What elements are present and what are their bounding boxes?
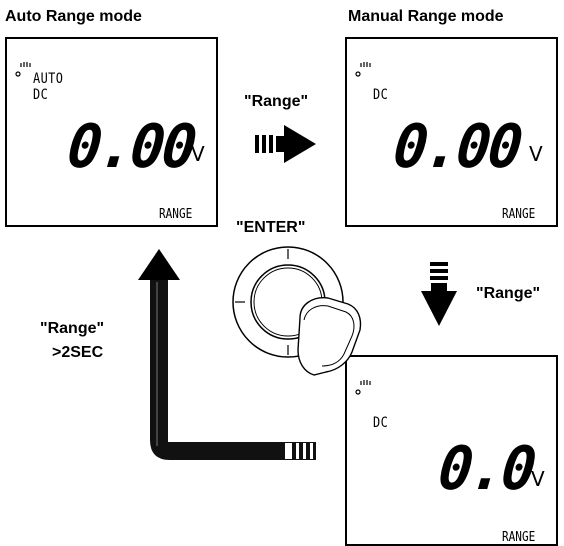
down-arrow-icon xyxy=(421,262,457,326)
enter-label: "ENTER" xyxy=(236,219,305,237)
range-label-top: "Range" xyxy=(244,93,308,111)
enter-dial-icon xyxy=(233,247,361,375)
range-label-right: "Range" xyxy=(476,285,540,303)
right-arrow-icon xyxy=(255,125,316,163)
range-hold-label: "Range" xyxy=(40,320,104,338)
range-hold-duration: >2SEC xyxy=(52,344,103,362)
